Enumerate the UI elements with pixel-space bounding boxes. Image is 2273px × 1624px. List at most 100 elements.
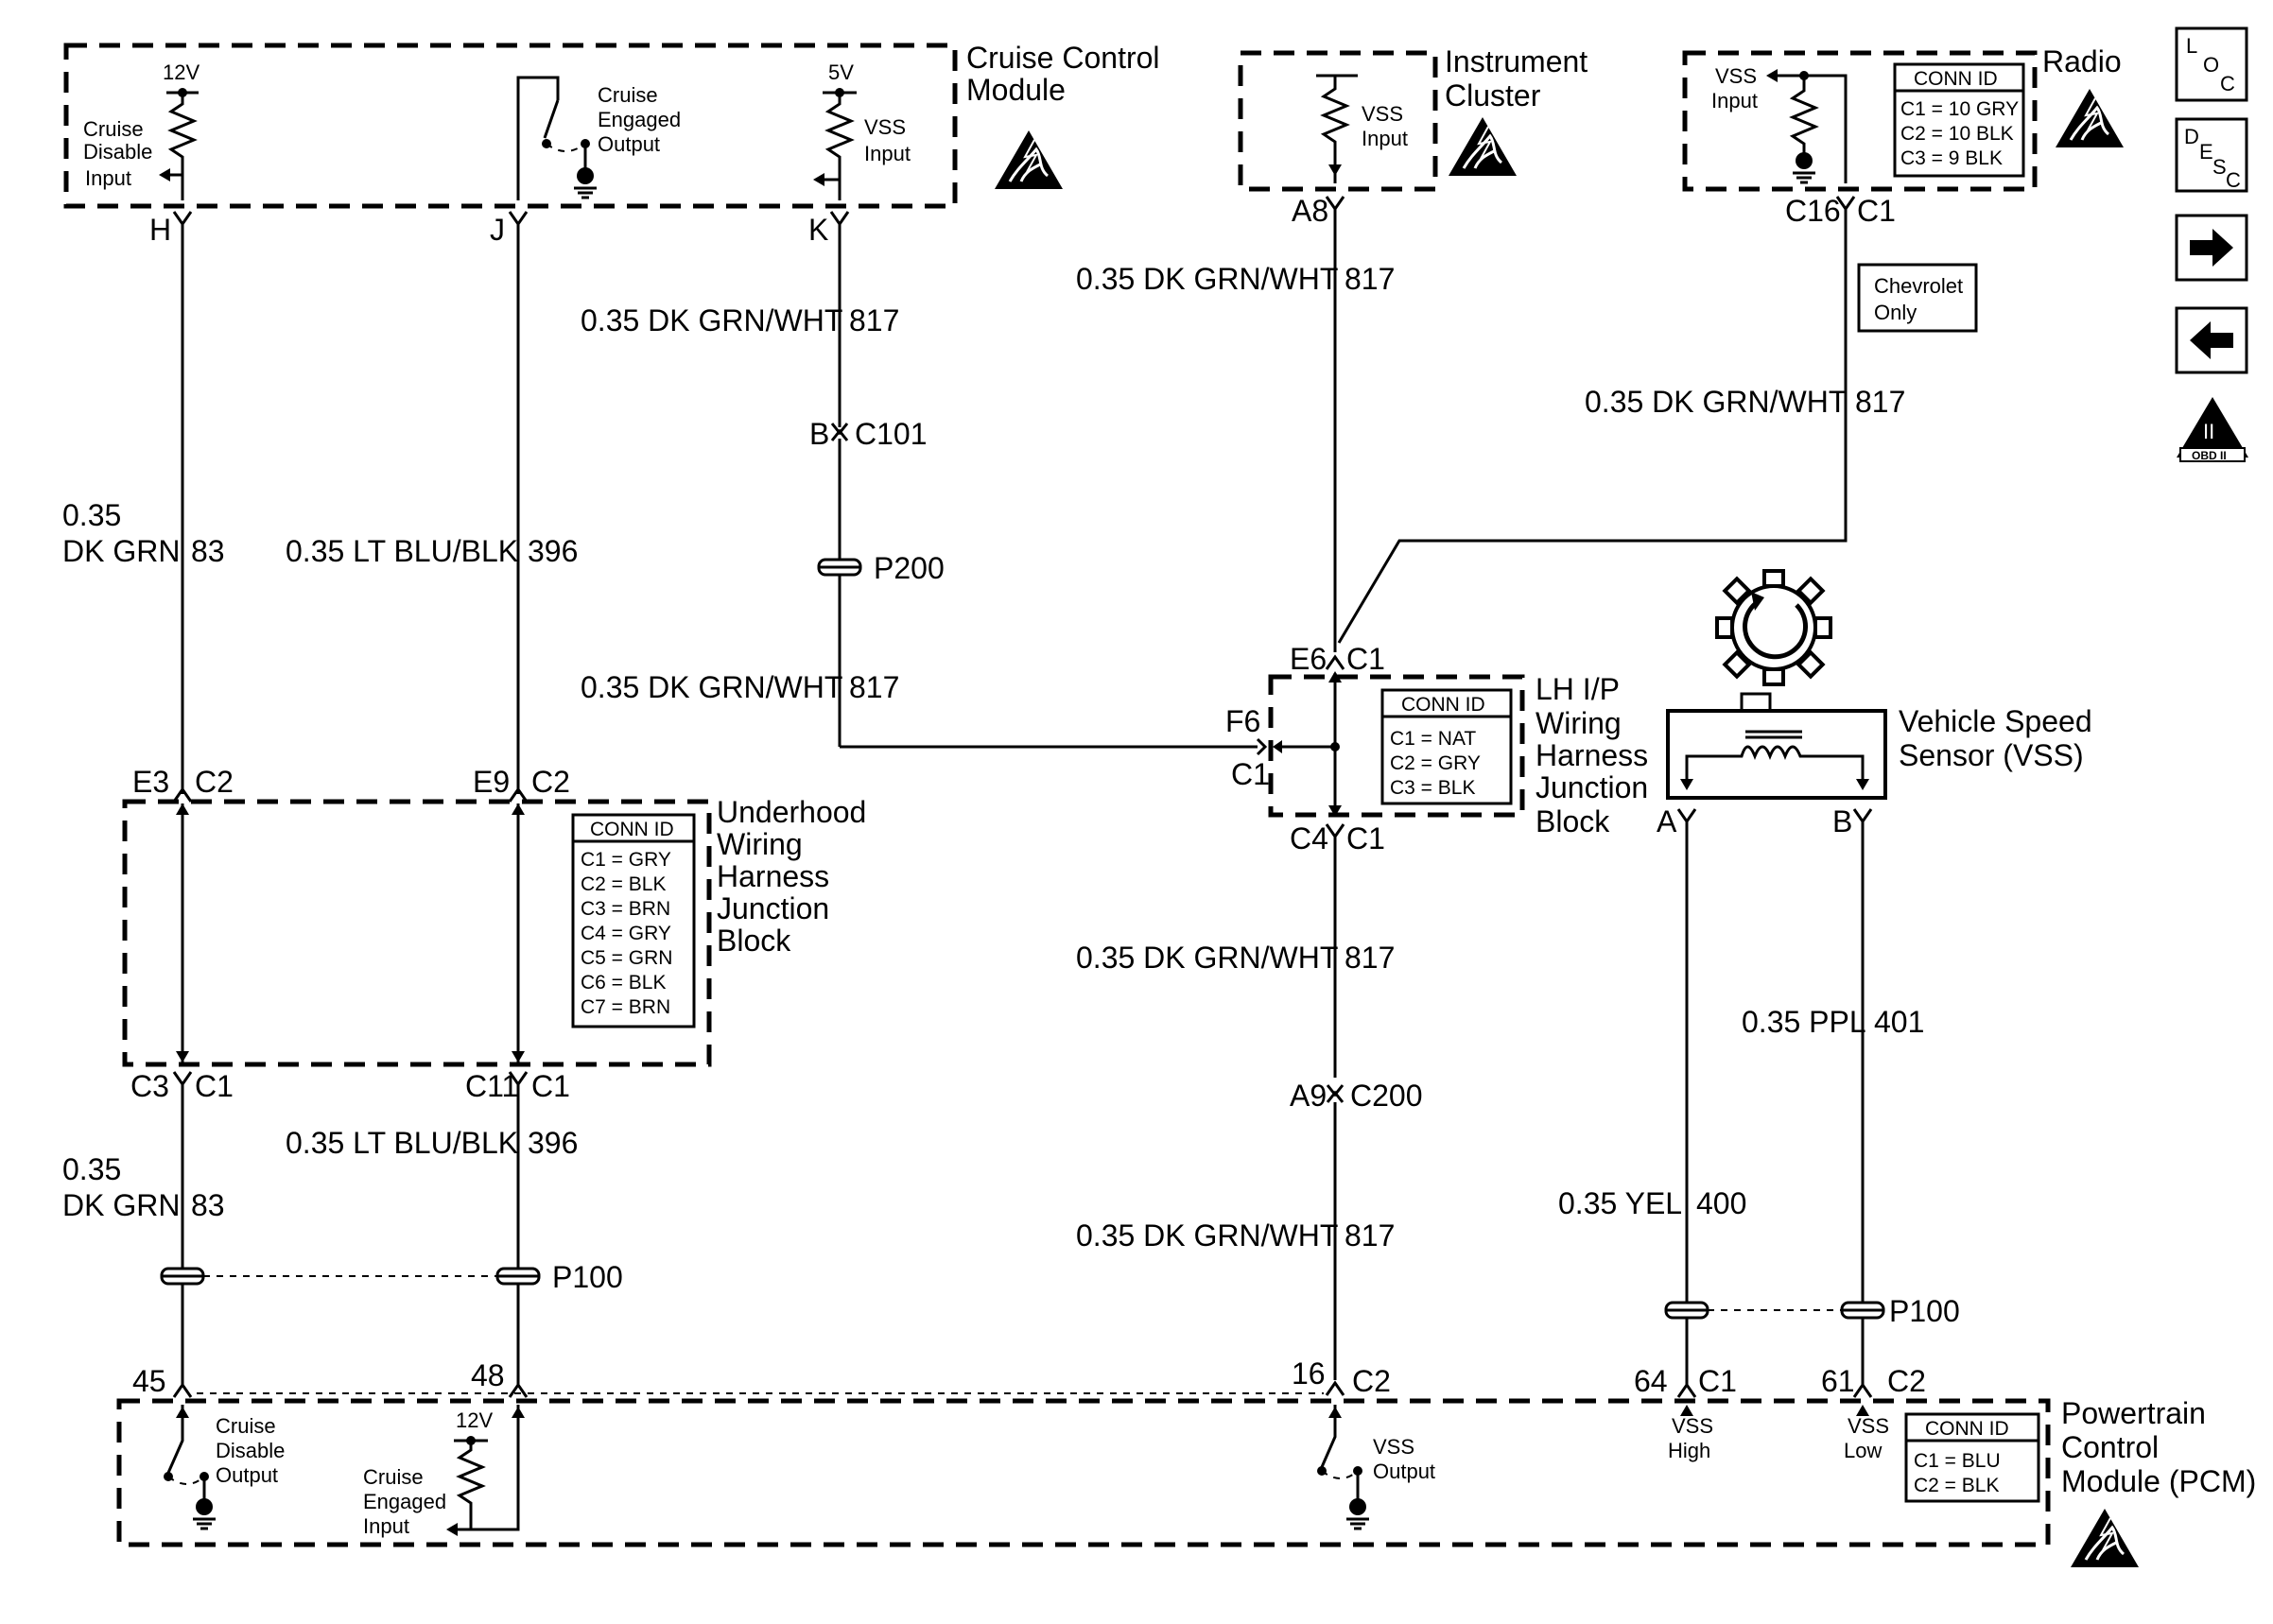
chevrolet-note-l1: Chevrolet [1874, 274, 1963, 298]
lhip-title-5: Block [1536, 804, 1610, 838]
cruise-module-title-2: Module [966, 73, 1066, 107]
wire-817-label-1: 0.35 DK GRN/WHT [581, 303, 842, 337]
pcm-conn-c1: C1 = BLU [1914, 1450, 2001, 1472]
wire-817-label-3: 0.35 DK GRN/WHT [1076, 262, 1338, 296]
wire-396-label-bottom: 0.35 LT BLU/BLK [286, 1126, 518, 1160]
pin-K: K [808, 213, 828, 247]
wire-83-circuit-top: 83 [191, 534, 225, 568]
esd-warning-icon [2054, 87, 2126, 149]
instrument-vss-input-l1: VSS [1362, 102, 1403, 126]
pin-c11-C1: C1 [531, 1069, 570, 1103]
location-button[interactable]: L O C [2175, 26, 2248, 102]
lhip-conn-c2: C2 = GRY [1390, 752, 1481, 774]
instrument-title-2: Cluster [1445, 78, 1541, 112]
wire-817-circuit-3: 817 [1345, 262, 1395, 296]
wire-83-color-top: DK GRN [62, 534, 180, 568]
pcm-title-2: Control [2061, 1430, 2159, 1464]
wire-83-gauge-bottom: 0.35 [62, 1152, 121, 1186]
chevrolet-note-l2: Only [1874, 301, 1917, 324]
ground-icon [1345, 1496, 1371, 1530]
lhip-conn-id-header: CONN ID [1401, 694, 1485, 716]
wire-817-circuit-5: 817 [1345, 941, 1395, 975]
radio-conn-id-box [1893, 62, 2025, 178]
connector-c200: C200 [1350, 1079, 1423, 1113]
radio-vss-input-l2: Input [1711, 89, 1758, 112]
underhood-conn-c2: C2 = BLK [581, 873, 666, 895]
radio-conn-c2: C2 = 10 BLK [1900, 123, 2014, 145]
underhood-conn-id-box [571, 813, 696, 1028]
wire-401-label: 0.35 PPL [1742, 1005, 1866, 1039]
pin-e3-C2: C2 [195, 765, 234, 799]
cruise-engaged-output-l2: Engaged [598, 108, 681, 131]
pcm-conn-id-header: CONN ID [1925, 1418, 2009, 1440]
pin-E9: E9 [473, 765, 510, 799]
pcm-cruise-engaged-l1: Cruise [363, 1465, 424, 1489]
lhip-conn-id-box [1380, 688, 1513, 805]
pin-H: H [149, 213, 171, 247]
chevrolet-only-note [1857, 263, 1978, 333]
lhip-conn-c3: C3 = BLK [1390, 777, 1475, 799]
instrument-vss-input-l2: Input [1362, 127, 1408, 150]
connector-c101: C101 [855, 417, 928, 451]
description-button[interactable]: D E S C [2175, 117, 2248, 193]
splice-p100-icon [495, 1267, 541, 1286]
loc-icon-c: C [2220, 72, 2235, 95]
pin-B: B [1832, 804, 1852, 838]
lhip-conn-c1: C1 = NAT [1390, 728, 1476, 750]
instrument-title-1: Instrument [1445, 44, 1588, 78]
esd-warning-icon [2069, 1507, 2141, 1569]
cruise-engaged-output-l1: Cruise [598, 83, 658, 107]
pin-J: J [490, 213, 505, 247]
next-page-button[interactable] [2175, 214, 2248, 282]
pin-F6: F6 [1225, 704, 1260, 738]
underhood-title-4: Junction [717, 891, 829, 925]
underhood-conn-c5: C5 = GRN [581, 947, 672, 969]
pcm-cruise-engaged-l2: Engaged [363, 1490, 446, 1513]
wire-396-label-top: 0.35 LT BLU/BLK [286, 534, 518, 568]
wire-83-gauge-top: 0.35 [62, 498, 121, 532]
ground-icon [191, 1496, 217, 1530]
wire-817-label-2: 0.35 DK GRN/WHT [581, 670, 842, 704]
pin-A8: A8 [1292, 194, 1328, 228]
pcm-vss-high-l1: VSS [1672, 1414, 1713, 1438]
underhood-conn-id-header: CONN ID [590, 819, 674, 840]
wire-817-label-6: 0.35 DK GRN/WHT [1076, 1218, 1338, 1253]
pin-e6-C1: C1 [1346, 642, 1385, 676]
switch-icon [543, 99, 560, 139]
cruise-12v-label: 12V [163, 60, 200, 84]
pin-A9: A9 [1290, 1079, 1327, 1113]
pin-E6: E6 [1290, 642, 1327, 676]
pcm-12v-label: 12V [456, 1408, 493, 1432]
wire-817-radio [1337, 208, 1848, 644]
wire-817-circuit-2: 817 [849, 670, 899, 704]
splice-p100-icon [1840, 1301, 1885, 1320]
cruise-5v-label: 5V [828, 60, 854, 84]
obd-ii-button[interactable]: OBD II II [2177, 397, 2248, 462]
pin-48: 48 [471, 1358, 505, 1392]
previous-page-button[interactable] [2175, 306, 2248, 374]
radio-module: Radio VSS Input CONN ID C1 = 10 GRY C2 =… [1682, 44, 2126, 192]
pin-f6-C1: C1 [1231, 757, 1270, 791]
cruise-control-module: Cruise Control Module 12V Cruise Disable… [63, 41, 1160, 209]
cruise-vss-input-l2: Input [864, 142, 911, 165]
obd-ii-roman: II [2203, 420, 2214, 443]
lhip-title-4: Junction [1536, 770, 1648, 804]
pcm-vss-low-l1: VSS [1848, 1414, 1889, 1438]
ground-icon [1791, 150, 1817, 184]
pcm-vss-output-l2: Output [1373, 1460, 1435, 1483]
wire-817-circuit-1: 817 [849, 303, 899, 337]
lhip-title-3: Harness [1536, 738, 1648, 772]
pcm-title-3: Module (PCM) [2061, 1464, 2256, 1498]
pcm-cruise-disable-l2: Disable [216, 1439, 285, 1462]
wire-400-label: 0.35 YEL [1558, 1186, 1682, 1220]
underhood-junction-block: E3 C2 E9 C2 CONN ID C1 = GRY C2 = BLK C3… [122, 765, 866, 1067]
pin-61-C2: C2 [1887, 1364, 1926, 1398]
pin-E3: E3 [132, 765, 169, 799]
pcm-cruise-disable-l3: Output [216, 1463, 278, 1487]
pin-radio-C1: C1 [1857, 194, 1896, 228]
loc-icon-o: O [2203, 53, 2219, 77]
wire-817-circuit-6: 817 [1345, 1218, 1395, 1253]
pin-64: 64 [1634, 1364, 1668, 1398]
wire-396-circuit-top: 396 [528, 534, 578, 568]
splice-icon [160, 1267, 205, 1286]
